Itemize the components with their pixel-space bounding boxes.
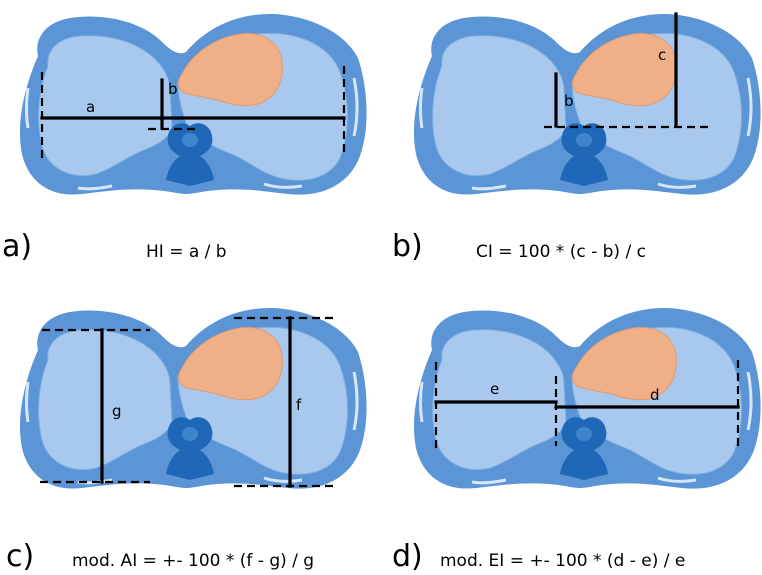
panel-d: e d	[412, 306, 762, 491]
panel-a: a b	[18, 12, 369, 197]
label-g: g	[112, 402, 122, 420]
label-b2: b	[564, 92, 574, 110]
label-d: d	[650, 386, 660, 404]
label-a: a	[86, 98, 95, 116]
formula-ci: CI = 100 * (c - b) / c	[476, 242, 646, 262]
formula-hi: HI = a / b	[146, 242, 227, 262]
panel-b: c b	[412, 12, 762, 197]
panel-letter-a: a)	[2, 229, 32, 264]
panel-letter-c: c)	[6, 539, 34, 574]
panel-letter-d: d)	[392, 539, 423, 574]
label-f: f	[296, 396, 302, 414]
formula-ei: mod. EI = +- 100 * (d - e) / e	[440, 551, 685, 571]
panel-letter-b: b)	[392, 229, 423, 264]
label-e: e	[490, 380, 499, 398]
label-c: c	[658, 46, 666, 64]
panel-c: g f	[18, 306, 369, 491]
label-b: b	[168, 80, 178, 98]
formula-ai: mod. AI = +- 100 * (f - g) / g	[72, 551, 314, 571]
